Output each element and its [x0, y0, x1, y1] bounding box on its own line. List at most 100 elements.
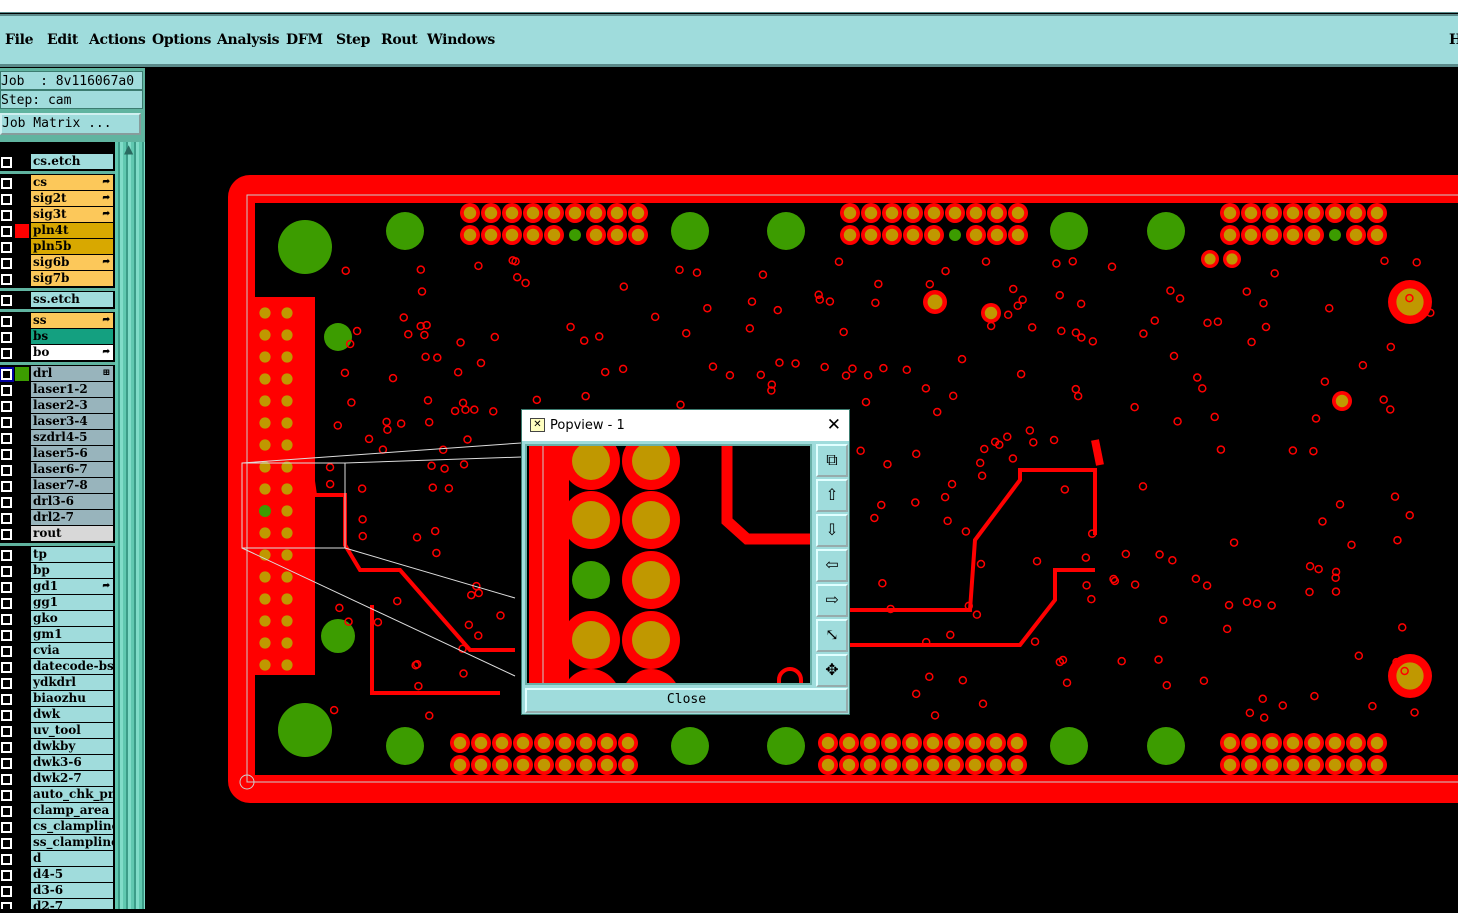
- layer-row-ydkdrl[interactable]: ydkdrl: [0, 675, 115, 691]
- layer-checkbox[interactable]: [1, 822, 12, 833]
- layer-checkbox[interactable]: [1, 710, 12, 721]
- layer-row-d2-7[interactable]: d2-7: [0, 899, 115, 909]
- zoom-out-button[interactable]: ⤡: [816, 619, 848, 652]
- layer-name[interactable]: drl⊞: [31, 366, 113, 381]
- layer-checkbox[interactable]: [1, 348, 12, 359]
- layer-checkbox[interactable]: [1, 630, 12, 641]
- layer-name[interactable]: cvia: [31, 643, 113, 658]
- layer-checkbox[interactable]: [1, 582, 12, 593]
- layer-name[interactable]: sig7b: [31, 271, 113, 286]
- layer-name[interactable]: gm1: [31, 627, 113, 642]
- layer-name[interactable]: cs.etch: [31, 154, 113, 169]
- menu-file[interactable]: File: [5, 32, 34, 48]
- layer-checkbox[interactable]: [1, 550, 12, 561]
- layer-name[interactable]: cs_clampline: [31, 819, 113, 834]
- layer-name[interactable]: ss➦: [31, 313, 113, 328]
- layer-name[interactable]: sig2t➦: [31, 191, 113, 206]
- close-icon[interactable]: ✕: [826, 415, 841, 435]
- layer-row-szdrl4-5[interactable]: szdrl4-5: [0, 430, 115, 446]
- layer-checkbox[interactable]: [1, 417, 12, 428]
- menu-dfm[interactable]: DFM: [286, 32, 323, 48]
- layer-checkbox[interactable]: [1, 678, 12, 689]
- layer-row-ss[interactable]: ss➦: [0, 313, 115, 329]
- layer-name[interactable]: szdrl4-5: [31, 430, 113, 445]
- layer-row-datecode-bs[interactable]: datecode-bs: [0, 659, 115, 675]
- layer-name[interactable]: ss.etch: [31, 292, 113, 307]
- layer-row-ss_clampline[interactable]: ss_clampline: [0, 835, 115, 851]
- layer-name[interactable]: d3-6: [31, 883, 113, 898]
- layer-name[interactable]: datecode-bs: [31, 659, 113, 674]
- layer-row-biaozhu[interactable]: biaozhu: [0, 691, 115, 707]
- layer-name[interactable]: dwk3-6: [31, 755, 113, 770]
- layer-row-d3-6[interactable]: d3-6: [0, 883, 115, 899]
- layer-row-cs.etch[interactable]: cs.etch: [0, 154, 115, 170]
- layer-checkbox[interactable]: [1, 646, 12, 657]
- menu-help[interactable]: H: [1449, 32, 1458, 48]
- layer-checkbox[interactable]: [1, 449, 12, 460]
- layer-name[interactable]: clamp_area: [31, 803, 113, 818]
- layer-name[interactable]: pln4t: [31, 223, 113, 238]
- layer-row-bp[interactable]: bp: [0, 563, 115, 579]
- layer-checkbox[interactable]: [1, 742, 12, 753]
- layer-name[interactable]: laser1-2: [31, 382, 113, 397]
- menu-actions[interactable]: Actions: [89, 32, 146, 48]
- pan-right-button[interactable]: ⇨: [816, 584, 848, 617]
- layer-row-laser6-7[interactable]: laser6-7: [0, 462, 115, 478]
- layer-name[interactable]: biaozhu: [31, 691, 113, 706]
- layer-checkbox[interactable]: [1, 242, 12, 253]
- layer-checkbox[interactable]: [1, 226, 12, 237]
- layer-checkbox[interactable]: [1, 332, 12, 343]
- layer-checkbox[interactable]: [1, 258, 12, 269]
- layer-checkbox[interactable]: [1, 385, 12, 396]
- layer-checkbox[interactable]: [1, 316, 12, 327]
- layer-row-auto_chk_pnl[interactable]: auto_chk_pnl: [0, 787, 115, 803]
- layer-name[interactable]: dwk: [31, 707, 113, 722]
- layer-name[interactable]: ydkdrl: [31, 675, 113, 690]
- layer-row-clamp_area[interactable]: clamp_area: [0, 803, 115, 819]
- layer-checkbox[interactable]: [1, 465, 12, 476]
- layer-row-drl2-7[interactable]: drl2-7: [0, 510, 115, 526]
- layer-checkbox[interactable]: [1, 662, 12, 673]
- layer-checkbox[interactable]: [1, 194, 12, 205]
- layer-row-sig3t[interactable]: sig3t➦: [0, 207, 115, 223]
- layer-row-cs[interactable]: cs➦: [0, 175, 115, 191]
- layer-name[interactable]: d4-5: [31, 867, 113, 882]
- layer-name[interactable]: cs➦: [31, 175, 113, 190]
- layer-row-gd1[interactable]: gd1➦: [0, 579, 115, 595]
- layer-checkbox[interactable]: [1, 513, 12, 524]
- layer-checkbox[interactable]: [1, 790, 12, 801]
- layer-row-dwk[interactable]: dwk: [0, 707, 115, 723]
- layer-name[interactable]: bo➦: [31, 345, 113, 360]
- layer-name[interactable]: laser6-7: [31, 462, 113, 477]
- layer-checkbox[interactable]: [1, 726, 12, 737]
- layer-checkbox[interactable]: [1, 774, 12, 785]
- layer-name[interactable]: tp: [31, 547, 113, 562]
- layer-checkbox[interactable]: [1, 854, 12, 865]
- layer-name[interactable]: bp: [31, 563, 113, 578]
- layer-checkbox[interactable]: [1, 497, 12, 508]
- layer-row-gko[interactable]: gko: [0, 611, 115, 627]
- layer-name[interactable]: d: [31, 851, 113, 866]
- layer-row-laser5-6[interactable]: laser5-6: [0, 446, 115, 462]
- layer-row-pln5b[interactable]: pln5b: [0, 239, 115, 255]
- layer-row-dwkby[interactable]: dwkby: [0, 739, 115, 755]
- layer-row-sig6b[interactable]: sig6b➦: [0, 255, 115, 271]
- layer-name[interactable]: laser3-4: [31, 414, 113, 429]
- zoom-home-button[interactable]: ⧉: [816, 444, 848, 477]
- layer-checkbox[interactable]: [1, 806, 12, 817]
- layer-name[interactable]: gd1➦: [31, 579, 113, 594]
- layer-row-ss.etch[interactable]: ss.etch: [0, 292, 115, 308]
- layer-checkbox[interactable]: [1, 295, 12, 306]
- layer-row-d4-5[interactable]: d4-5: [0, 867, 115, 883]
- layer-checkbox[interactable]: [1, 274, 12, 285]
- job-matrix-button[interactable]: Job Matrix ...: [0, 113, 141, 135]
- layer-name[interactable]: gko: [31, 611, 113, 626]
- layer-name[interactable]: uv_tool: [31, 723, 113, 738]
- layer-name[interactable]: laser5-6: [31, 446, 113, 461]
- menu-windows[interactable]: Windows: [427, 32, 495, 48]
- layer-row-tp[interactable]: tp: [0, 547, 115, 563]
- layer-row-pln4t[interactable]: pln4t: [0, 223, 115, 239]
- menu-rout[interactable]: Rout: [381, 32, 418, 48]
- zoom-in-button[interactable]: ✥: [816, 654, 848, 687]
- layer-checkbox[interactable]: [1, 566, 12, 577]
